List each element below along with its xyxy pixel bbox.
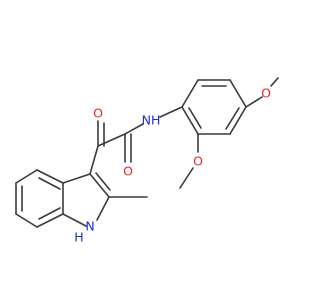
- bond: [95, 172, 111, 191]
- bond: [36, 213, 64, 228]
- bond: [245, 96, 263, 108]
- bond: [38, 207, 61, 220]
- indole-hydrogen-label: H: [74, 230, 83, 245]
- bond: [38, 177, 61, 190]
- bond: [229, 106, 247, 135]
- indole-nitrogen-label: N: [85, 219, 94, 234]
- bond: [181, 106, 199, 135]
- bond: [96, 196, 110, 221]
- molecule-structure-diagram: NH O O O O N H: [15, 77, 279, 245]
- bond: [62, 173, 91, 184]
- ketone-oxygen-label: O: [93, 106, 103, 121]
- bond: [124, 123, 144, 135]
- ortho-methoxy-oxygen-label: O: [193, 154, 203, 169]
- bond: [181, 79, 199, 108]
- bond: [179, 167, 194, 189]
- bond: [89, 173, 110, 198]
- amide-oxygen-label: O: [123, 164, 133, 179]
- bond: [188, 107, 202, 129]
- bond: [159, 106, 183, 118]
- bond: [89, 145, 99, 175]
- bond: [97, 133, 126, 147]
- bond: [229, 79, 247, 108]
- para-methoxy-oxygen-label: O: [261, 86, 271, 101]
- atom-labels: NH O O O O N H: [74, 86, 271, 245]
- bond: [36, 169, 64, 184]
- amide-nitrogen-label: NH: [142, 113, 161, 128]
- bond-lines: [15, 77, 279, 228]
- bond: [15, 169, 38, 184]
- bond: [62, 213, 87, 227]
- bond: [225, 107, 240, 130]
- bond: [270, 77, 279, 87]
- bond: [15, 213, 38, 228]
